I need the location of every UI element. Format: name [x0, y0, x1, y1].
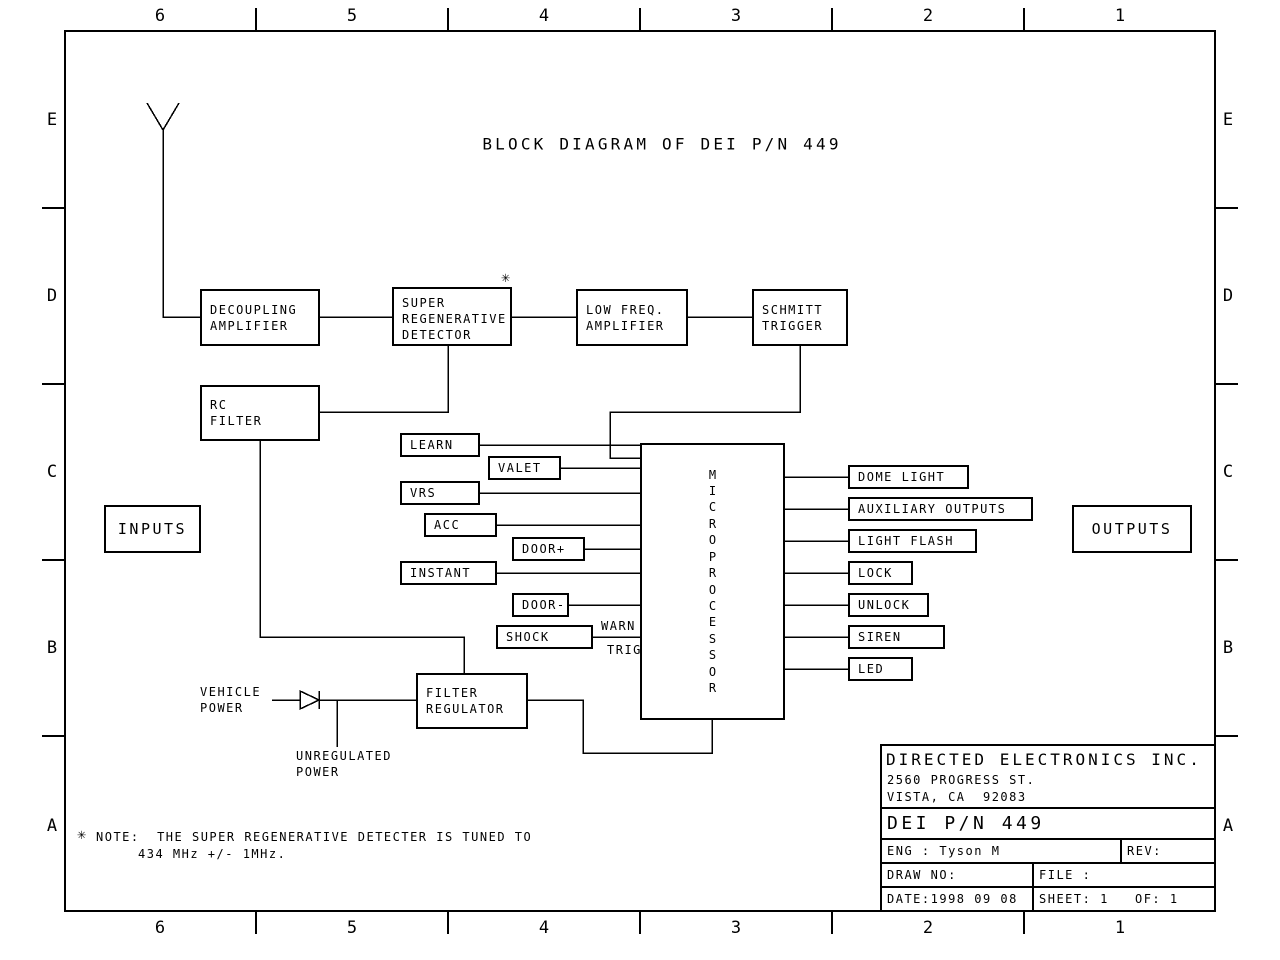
input-box-vrs: VRS: [400, 481, 480, 505]
title-block-divider: [882, 807, 1214, 809]
title-block-divider: [882, 862, 1214, 864]
title-block-divider: [882, 838, 1214, 840]
input-box-shock: SHOCK: [496, 625, 593, 649]
note-text-line1: NOTE: THE SUPER REGENERATIVE DETECTER IS…: [96, 830, 533, 844]
output-box-lock: LOCK: [848, 561, 913, 585]
grid-col-label: 4: [538, 918, 550, 938]
eng-field: ENG : Tyson M: [887, 844, 1001, 858]
note-asterisk: ✳: [77, 825, 87, 843]
title-block-divider: [1120, 838, 1122, 862]
grid-col-label: 6: [154, 6, 166, 26]
outputs-label-box: OUTPUTS: [1072, 505, 1192, 553]
antenna-icon: [146, 102, 180, 132]
input-box-valet: VALET: [488, 456, 561, 480]
frame-ticks: [42, 8, 1238, 934]
block-filter-regulator: FILTER REGULATOR: [416, 673, 528, 729]
input-box-instant: INSTANT: [400, 561, 497, 585]
grid-col-label: 2: [922, 6, 934, 26]
note-text-line2: 434 MHz +/- 1MHz.: [138, 847, 287, 861]
block-low-freq-amplifier: LOW FREQ. AMPLIFIER: [576, 289, 688, 346]
rev-field: REV:: [1127, 844, 1162, 858]
grid-row-label: C: [46, 462, 58, 482]
output-box-unlock: UNLOCK: [848, 593, 929, 617]
grid-row-label: B: [1222, 638, 1234, 658]
grid-row-label: B: [46, 638, 58, 658]
output-box-dome-light: DOME LIGHT: [848, 465, 969, 489]
grid-row-label: C: [1222, 462, 1234, 482]
wire-label-warn: WARN: [601, 619, 636, 633]
input-box-door-minus: DOOR-: [512, 593, 569, 617]
input-box-acc: ACC: [424, 513, 497, 537]
input-box-door-plus: DOOR+: [512, 537, 585, 561]
signal-wires: [162, 130, 848, 754]
grid-row-label: A: [46, 816, 58, 836]
grid-col-label: 5: [346, 6, 358, 26]
inputs-label-box: INPUTS: [104, 505, 201, 553]
grid-col-label: 4: [538, 6, 550, 26]
output-box-led: LED: [848, 657, 913, 681]
company-address-1: 2560 PROGRESS ST.: [887, 773, 1036, 787]
block-microprocessor: M I C R O P R O C E S S O R: [640, 443, 785, 720]
block-super-regenerative-detector: SUPER REGENERATIVE DETECTOR: [392, 287, 512, 346]
grid-row-label: E: [1222, 110, 1234, 130]
grid-col-label: 3: [730, 918, 742, 938]
grid-row-label: D: [46, 286, 58, 306]
input-box-learn: LEARN: [400, 433, 480, 457]
grid-col-label: 2: [922, 918, 934, 938]
grid-row-label: E: [46, 110, 58, 130]
grid-col-label: 3: [730, 6, 742, 26]
sheet-field: SHEET: 1 OF: 1: [1039, 892, 1179, 906]
block-rc-filter: RC FILTER: [200, 385, 320, 441]
title-block-divider: [1032, 886, 1034, 910]
label-unregulated-power: UNREGULATED POWER: [296, 749, 392, 779]
title-block-divider: [882, 886, 1214, 888]
date-field: DATE:1998 09 08: [887, 892, 1018, 906]
label-vehicle-power: VEHICLE POWER: [200, 685, 262, 715]
block-decoupling-amplifier: DECOUPLING AMPLIFIER: [200, 289, 320, 346]
diode-icon: [299, 689, 321, 711]
company-address-2: VISTA, CA 92083: [887, 790, 1027, 804]
grid-col-label: 1: [1114, 6, 1126, 26]
output-box-light-flash: LIGHT FLASH: [848, 529, 977, 553]
grid-row-label: A: [1222, 816, 1234, 836]
title-block: DIRECTED ELECTRONICS INC. 2560 PROGRESS …: [880, 744, 1216, 912]
output-box-auxiliary-outputs: AUXILIARY OUTPUTS: [848, 497, 1033, 521]
part-number: DEI P/N 449: [887, 813, 1045, 834]
grid-row-label: D: [1222, 286, 1234, 306]
grid-col-label: 1: [1114, 918, 1126, 938]
drawing-border: [64, 30, 1216, 912]
detector-asterisk: ✳: [501, 268, 511, 286]
grid-col-label: 5: [346, 918, 358, 938]
wire-label-trig: TRIG: [607, 643, 642, 657]
grid-col-label: 6: [154, 918, 166, 938]
company-name: DIRECTED ELECTRONICS INC.: [886, 750, 1202, 769]
file-field: FILE :: [1039, 868, 1092, 882]
block-schmitt-trigger: SCHMITT TRIGGER: [752, 289, 848, 346]
draw-no-field: DRAW NO:: [887, 868, 957, 882]
output-box-siren: SIREN: [848, 625, 945, 649]
title-block-divider: [1032, 862, 1034, 886]
diagram-title: BLOCK DIAGRAM OF DEI P/N 449: [482, 134, 842, 154]
